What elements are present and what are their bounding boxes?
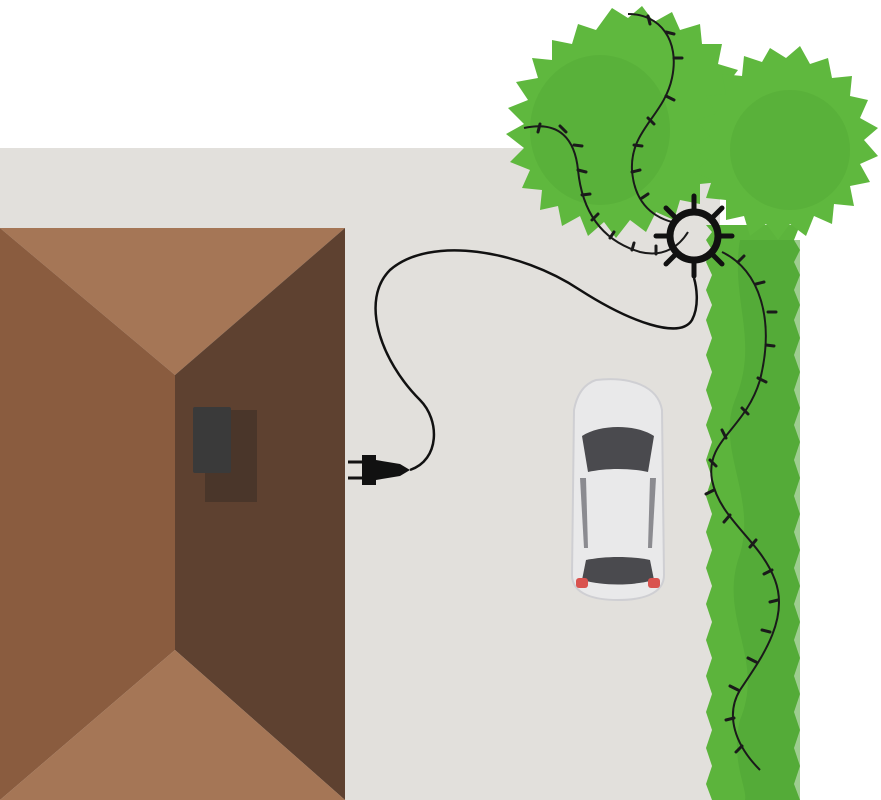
string-lights — [523, 13, 781, 771]
tree-shade-right — [730, 90, 850, 210]
power-splitter-icon — [653, 193, 735, 279]
car-taillight-right — [648, 578, 660, 588]
car-rear-window — [582, 557, 654, 585]
car-side-window-left — [580, 478, 588, 548]
tree-canopy-left — [506, 6, 744, 238]
power-plug-icon — [348, 455, 410, 485]
tree-canopy-right — [692, 46, 878, 240]
roof-facet-bottom — [0, 650, 345, 800]
roof-vent — [193, 407, 231, 473]
tree — [506, 6, 878, 240]
car-taillight-left — [576, 578, 588, 588]
extension-cord — [374, 249, 698, 472]
car — [570, 378, 666, 602]
house-roof — [0, 228, 345, 800]
string-light-bulbs — [536, 14, 780, 754]
hedge — [706, 225, 800, 800]
car-side-window-right — [648, 478, 656, 548]
roof-facet-left — [0, 228, 175, 800]
car-windshield — [582, 427, 654, 472]
roof-facet-top — [0, 228, 345, 375]
string-lights-tree-loop — [523, 125, 689, 255]
roof-facet-right — [175, 228, 345, 800]
hedge-shade — [729, 240, 800, 800]
string-lights-tree-upper — [627, 13, 675, 223]
string-lights-hedge — [710, 251, 781, 771]
tree-shade-left — [530, 55, 670, 205]
